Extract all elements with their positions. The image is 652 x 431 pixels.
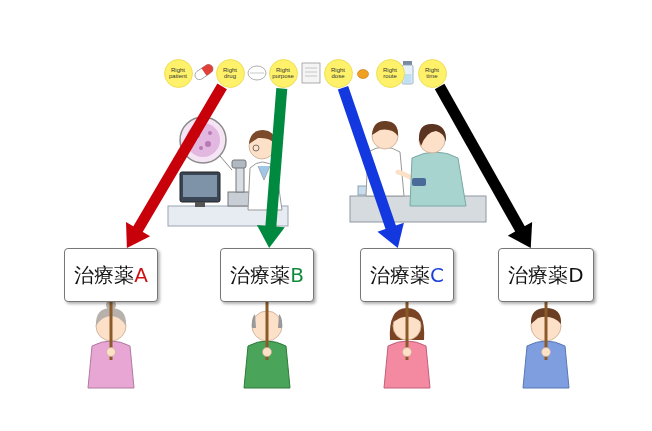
arrow-shaft — [343, 88, 391, 229]
document-icon — [302, 63, 320, 83]
sign-poles — [111, 300, 546, 360]
drug-sign: 治療薬A — [64, 248, 158, 302]
rights-badge: Right dose — [324, 59, 353, 88]
arrow-head — [508, 222, 532, 248]
tablet-icon — [248, 66, 266, 80]
rights-badge: Right route — [376, 59, 405, 88]
arrow-connector — [126, 86, 222, 248]
arrow-head — [126, 222, 150, 248]
drug-label: 治療薬C — [370, 263, 444, 287]
arrow-shaft — [271, 88, 282, 228]
hands — [107, 348, 551, 357]
small-pill-icon — [358, 70, 369, 79]
elderly-woman-figure — [88, 300, 134, 388]
rights-badge: Right purpose — [269, 59, 298, 88]
drug-sign: 治療薬D — [498, 248, 594, 302]
drug-label: 治療薬D — [508, 263, 583, 287]
arrow-head — [377, 223, 403, 248]
badge-label: Right purpose — [272, 67, 294, 80]
arrow-connector — [257, 88, 285, 248]
badge-label: Right route — [379, 67, 401, 80]
badge-label: Right drug — [219, 67, 241, 80]
arrow-shaft — [137, 86, 222, 230]
rights-badge: Right patient — [164, 59, 193, 88]
rights-badge: Right drug — [216, 59, 245, 88]
drug-sign: 治療薬B — [220, 248, 314, 302]
drug-label: 治療薬A — [74, 263, 148, 287]
arrow-connector — [440, 86, 533, 248]
badge-label: Right dose — [327, 67, 349, 80]
arrow-connector — [343, 88, 404, 248]
drug-sign: 治療薬C — [360, 248, 454, 302]
arrow-head — [257, 225, 285, 248]
badge-label: Right time — [421, 67, 443, 80]
capsule-icon — [193, 63, 215, 82]
drug-label: 治療薬B — [230, 263, 304, 287]
rights-badge: Right time — [418, 59, 447, 88]
badge-label: Right patient — [167, 67, 189, 80]
arrow-shaft — [440, 86, 521, 230]
